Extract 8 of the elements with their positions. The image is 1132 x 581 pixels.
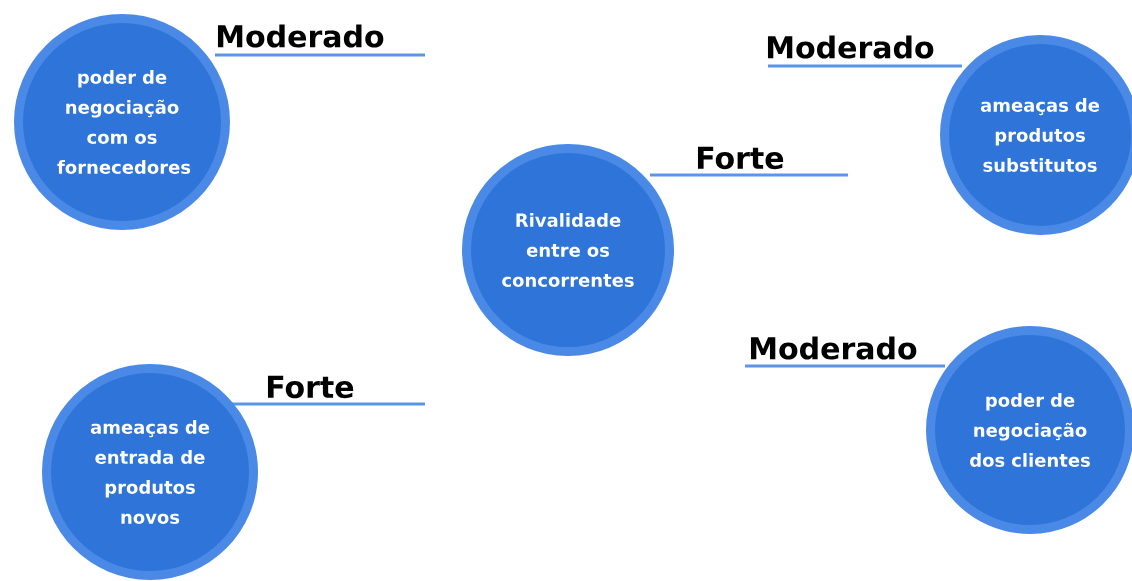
circle-node: Rivalidade entre os concorrentes — [462, 144, 674, 356]
circle-node: poder de negociação dos clientes — [926, 326, 1132, 534]
rating-label: Moderado — [750, 336, 917, 360]
rating-label: Forte — [267, 375, 354, 399]
rating-label: Forte — [697, 146, 784, 170]
rating-label: Moderado — [767, 35, 934, 59]
circle-node: ameaças de entrada de produtos novos — [42, 364, 258, 580]
circle-node: ameaças de produtos substitutos — [940, 35, 1132, 235]
